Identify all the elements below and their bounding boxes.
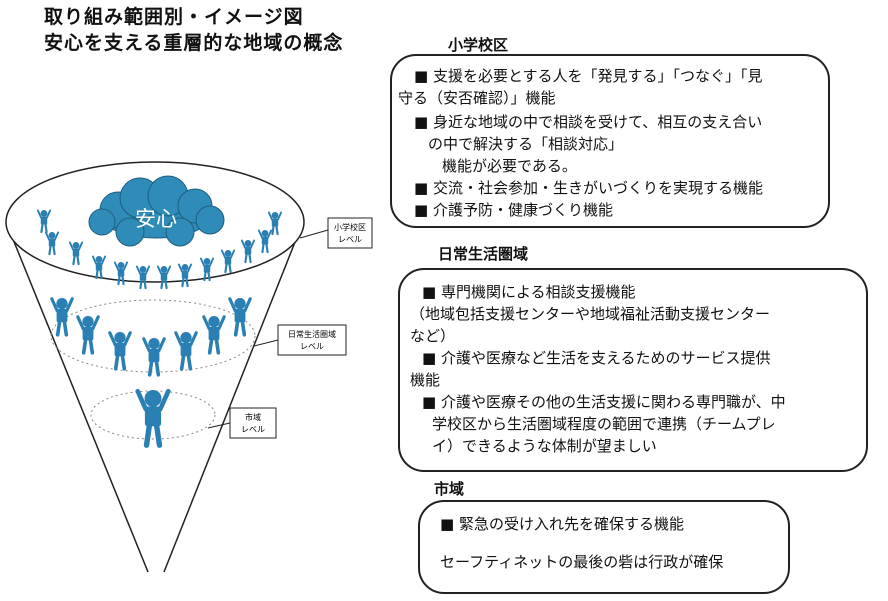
level-tag-daily-line2: レベル xyxy=(300,342,324,351)
cloud-label: 安心 xyxy=(135,207,177,231)
section-line: ■ 専門機関による相談支援機能 xyxy=(422,283,636,301)
section-line: 機能が必要である。 xyxy=(442,157,577,175)
section-box-elementary: ■ 支援を必要とする人を「発見する」「つなぐ」「見 守る（安否確認）」機能 ■ … xyxy=(390,54,830,228)
section-line: など） xyxy=(410,327,456,345)
section-line: イ）できるような体制が望ましい xyxy=(432,437,657,455)
section-box-daily: ■ 専門機関による相談支援機能 （地域包括支援センターや地域福祉活動支援センター… xyxy=(398,268,868,472)
level-tag-city-line2: レベル xyxy=(241,425,265,434)
cloud-shape xyxy=(88,175,225,247)
level-tag-city-line1: 市域 xyxy=(245,412,261,422)
level-tag-elementary-line1: 小学校区 xyxy=(334,222,366,232)
section-line: ■ 介護や医療その他の生活支援に関わる専門職が、中 xyxy=(422,393,786,411)
diagram-title-line2: 安心を支える重層的な地域の概念 xyxy=(44,32,344,54)
level-tag-elementary-line2: レベル xyxy=(338,235,362,244)
inner-ellipse xyxy=(90,390,216,440)
section-line: ■ 介護予防・健康づくり機能 xyxy=(414,201,613,219)
section-line: ■ 支援を必要とする人を「発見する」「つなぐ」「見 xyxy=(414,67,763,85)
section-line: （地域包括支援センターや地域福祉活動支援センター xyxy=(410,305,771,323)
section-line: セーフティネットの最後の砦は行政が確保 xyxy=(440,553,724,571)
diagram-title-line1: 取り組み範囲別・イメージ図 xyxy=(44,6,304,28)
section-line: ■ 交流・社会参加・生きがいづくりを実現する機能 xyxy=(414,179,763,197)
section-line: 機能 xyxy=(410,371,441,389)
section-line: ■ 身近な地域の中で相談を受けて、相互の支え合い xyxy=(414,113,763,131)
section-label-elementary: 小学校区 xyxy=(448,36,509,54)
level-tag-daily-line1: 日常生活圏域 xyxy=(288,329,336,339)
level-tag-daily xyxy=(277,324,347,356)
section-box-city: ■ 緊急の受け入れ先を確保する機能 セーフティネットの最後の砦は行政が確保 xyxy=(418,500,790,594)
level-tag-city xyxy=(229,407,277,439)
section-line: ■ 緊急の受け入れ先を確保する機能 xyxy=(440,515,684,533)
mid-ellipse xyxy=(50,299,256,373)
level-tag-elementary xyxy=(327,217,373,249)
person-large xyxy=(138,391,169,445)
section-line: ■ 介護や医療など生活を支えるためのサービス提供 xyxy=(422,349,771,367)
section-line: 学校区から生活圏域程度の範囲で連携（チームプレ xyxy=(432,415,776,433)
section-line: 守る（安否確認）」機能 xyxy=(398,89,556,107)
section-label-city: 市域 xyxy=(434,480,465,498)
cone-left-edge xyxy=(5,221,149,573)
cone-right-edge xyxy=(163,221,304,573)
section-line: の中で解決する「相談対応」 xyxy=(428,135,624,153)
section-label-daily: 日常生活圏域 xyxy=(438,245,529,263)
